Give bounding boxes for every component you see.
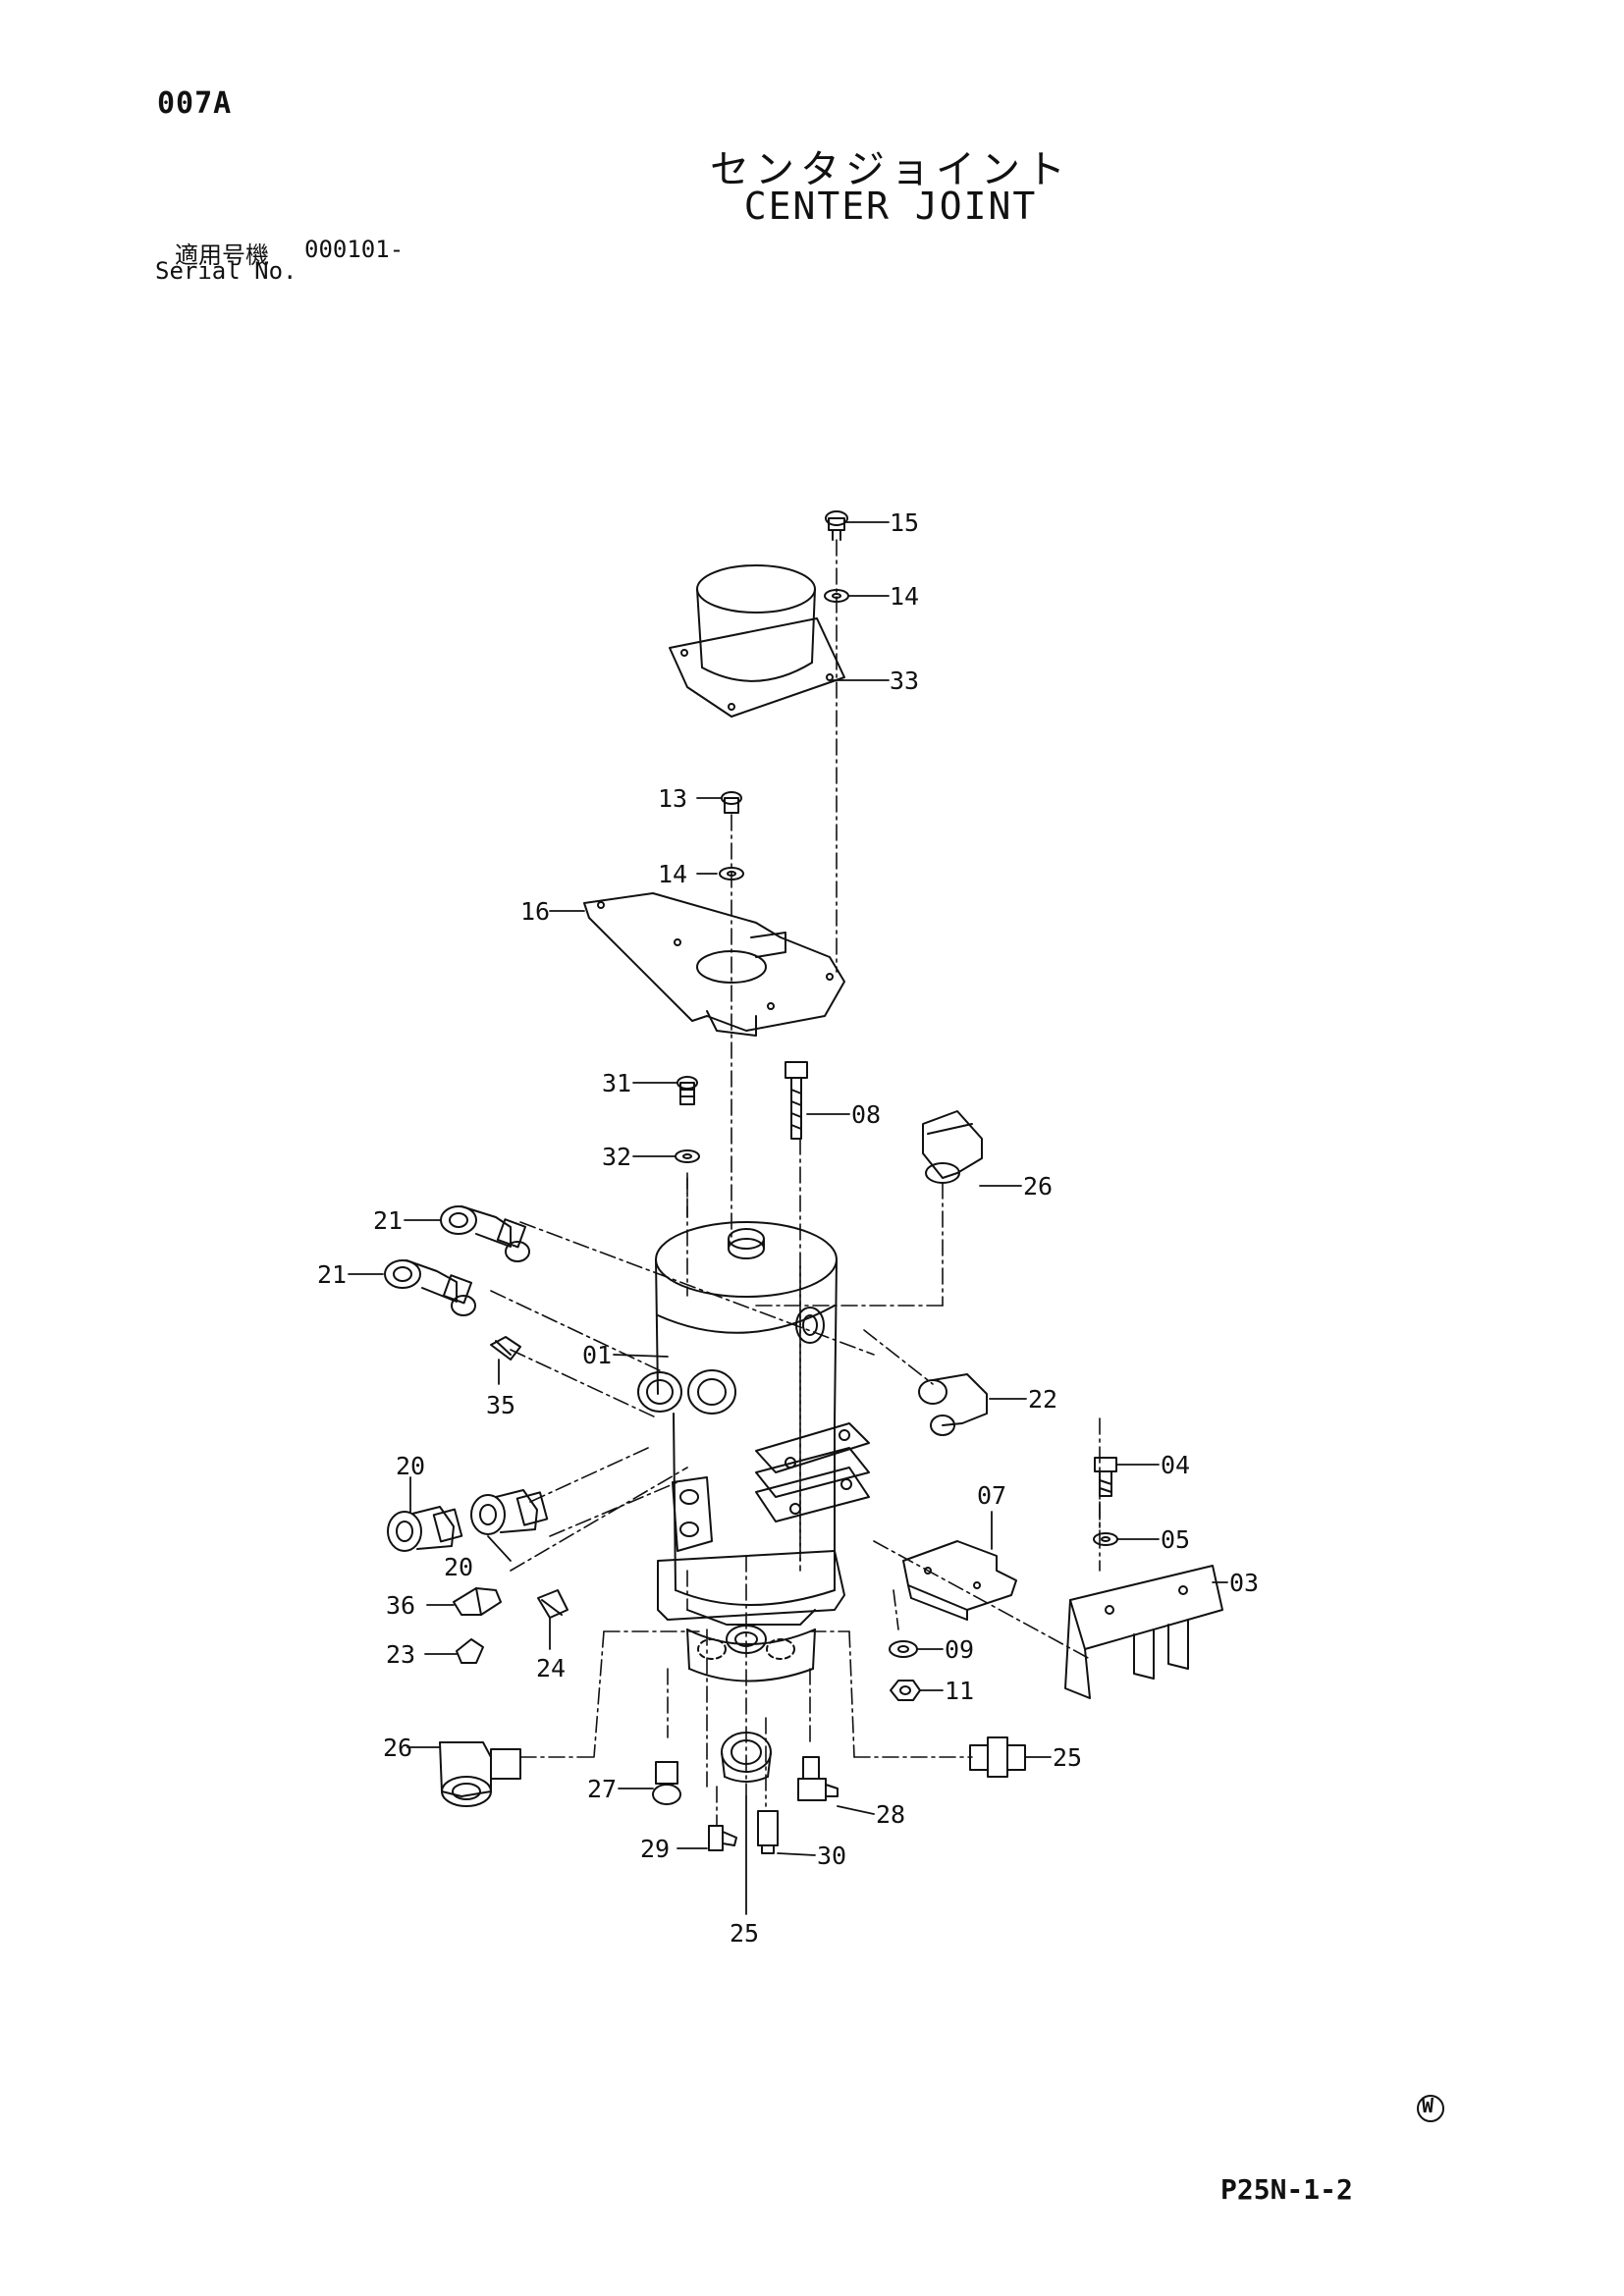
page-code: 007A bbox=[157, 86, 233, 121]
part-20-fitting-right bbox=[470, 1489, 549, 1535]
part-09-washer bbox=[889, 1640, 918, 1658]
part-28-fitting bbox=[797, 1756, 839, 1801]
label-29: 29 bbox=[640, 1835, 670, 1863]
part-13-bolt bbox=[721, 791, 742, 814]
label-16: 16 bbox=[520, 897, 550, 926]
part-26-elbow-lower bbox=[439, 1741, 521, 1807]
label-03: 03 bbox=[1229, 1569, 1259, 1597]
part-29-fitting bbox=[708, 1825, 737, 1851]
part-04-bolt bbox=[1094, 1457, 1117, 1497]
part-23-fitting bbox=[456, 1638, 484, 1664]
label-05: 05 bbox=[1161, 1525, 1190, 1554]
serial-number-value: 000101- bbox=[304, 236, 405, 263]
part-33-cover bbox=[669, 564, 845, 718]
label-14-top: 14 bbox=[890, 582, 919, 611]
label-20-lower: 20 bbox=[444, 1553, 473, 1581]
label-15: 15 bbox=[890, 508, 919, 537]
part-24-fitting bbox=[537, 1589, 568, 1619]
label-22: 22 bbox=[1028, 1385, 1057, 1414]
label-32: 32 bbox=[602, 1143, 631, 1171]
title-japanese: センタジョイント bbox=[710, 147, 1071, 192]
serial-label-english: Serial No. bbox=[155, 257, 298, 285]
part-05-washer bbox=[1093, 1532, 1118, 1546]
part-21-fitting-upper bbox=[440, 1205, 530, 1262]
label-07: 07 bbox=[977, 1481, 1006, 1510]
part-31-bolt bbox=[677, 1076, 698, 1105]
part-36-fitting bbox=[453, 1587, 502, 1616]
part-26-elbow-upper bbox=[922, 1110, 983, 1184]
part-35-fitting bbox=[490, 1336, 521, 1361]
serial-label-japanese: 適用号機 bbox=[175, 241, 269, 269]
label-04: 04 bbox=[1161, 1451, 1190, 1479]
part-32-washer bbox=[675, 1149, 700, 1163]
label-35: 35 bbox=[486, 1391, 515, 1419]
part-01-center-joint-body bbox=[637, 1221, 870, 1682]
leader-lines bbox=[348, 521, 1228, 1915]
part-30-fitting bbox=[757, 1810, 779, 1854]
part-21-fitting-lower bbox=[384, 1259, 476, 1316]
part-11-nut bbox=[890, 1680, 921, 1701]
part-20-fitting-left bbox=[387, 1506, 463, 1552]
part-22-elbow bbox=[918, 1373, 988, 1436]
part-15-bolt bbox=[825, 510, 848, 541]
label-31: 31 bbox=[602, 1069, 631, 1097]
label-21-lower: 21 bbox=[317, 1260, 347, 1289]
part-27-fitting bbox=[652, 1761, 681, 1805]
brand-circle-icon bbox=[1417, 2095, 1444, 2122]
label-23: 23 bbox=[386, 1640, 415, 1669]
label-09: 09 bbox=[945, 1635, 974, 1664]
part-25-fitting-bottom bbox=[721, 1732, 772, 1783]
label-14-mid: 14 bbox=[658, 860, 687, 888]
part-08-bolt bbox=[785, 1061, 808, 1140]
label-24: 24 bbox=[536, 1654, 566, 1682]
part-25-union-right bbox=[969, 1736, 1026, 1778]
label-27: 27 bbox=[587, 1775, 617, 1803]
assembly-guide-lines bbox=[490, 539, 1101, 1827]
label-08: 08 bbox=[851, 1100, 881, 1129]
label-36: 36 bbox=[386, 1591, 415, 1620]
label-25-bottom: 25 bbox=[730, 1919, 759, 1948]
part-03-bracket bbox=[1064, 1565, 1223, 1699]
label-11: 11 bbox=[945, 1677, 974, 1705]
label-26-lower: 26 bbox=[383, 1734, 412, 1762]
part-16-bracket bbox=[583, 892, 845, 1037]
label-30: 30 bbox=[817, 1842, 846, 1870]
label-26-upper: 26 bbox=[1023, 1172, 1053, 1201]
label-13: 13 bbox=[658, 784, 687, 813]
page-reference: P25N-1-2 bbox=[1220, 2173, 1353, 2206]
brand-mark: W bbox=[1422, 2094, 1435, 2117]
label-28: 28 bbox=[876, 1800, 905, 1829]
label-21-upper: 21 bbox=[373, 1206, 403, 1235]
label-25-right: 25 bbox=[1053, 1743, 1082, 1772]
label-33: 33 bbox=[890, 667, 919, 695]
title-english: CENTER JOINT bbox=[743, 185, 1038, 228]
part-14-washer-mid bbox=[719, 867, 744, 881]
label-20-upper: 20 bbox=[396, 1452, 425, 1480]
label-01: 01 bbox=[582, 1341, 612, 1369]
part-07-plate bbox=[902, 1540, 1017, 1621]
part-labels: 15 14 33 13 14 16 31 08 32 26 21 21 01 3… bbox=[317, 508, 1259, 1948]
